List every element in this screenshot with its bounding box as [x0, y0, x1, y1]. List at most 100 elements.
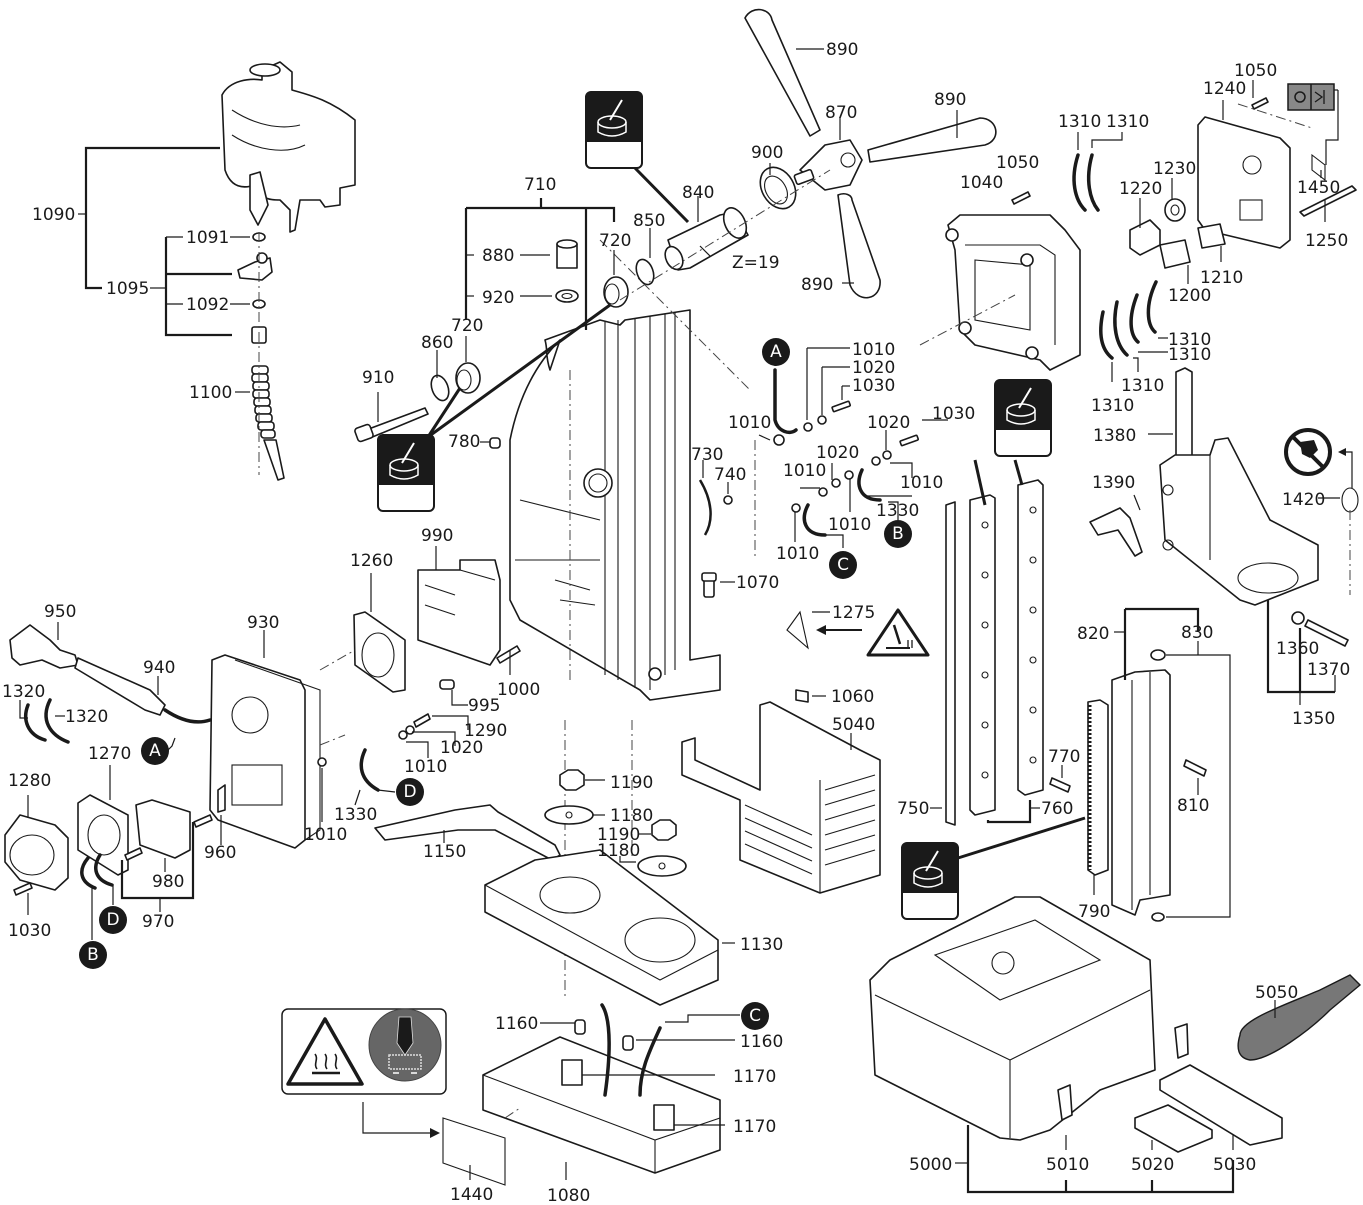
rail-760a [969, 494, 996, 816]
label-790: 790 [1078, 902, 1110, 922]
label-1080: 1080 [547, 1186, 590, 1205]
gasket-1270 [77, 794, 129, 876]
motor-bracket [1159, 437, 1319, 606]
bolt-910 [365, 407, 429, 439]
base-group [362, 769, 740, 1186]
label-1270: 1270 [88, 744, 131, 764]
rail-760b [1017, 479, 1044, 796]
screw-1050b [1251, 97, 1269, 110]
label-1091: 1091 [186, 228, 229, 248]
pin-995 [439, 679, 455, 690]
label-1180: 1180 [610, 806, 653, 826]
label-1070: 1070 [736, 573, 779, 593]
label-1180: 1180 [597, 841, 640, 861]
screw-1050a [1011, 191, 1031, 205]
bolt-810 [1183, 759, 1207, 777]
label-1030: 1030 [852, 376, 895, 396]
svg-text:A: A [149, 741, 161, 761]
marker-b-2: B [79, 941, 107, 969]
seal-1230 [1164, 198, 1186, 222]
label-1420 [1341, 487, 1359, 513]
cover-980 [135, 799, 191, 859]
bolt-1250 [1299, 185, 1357, 217]
strip-750 [945, 501, 956, 826]
coolant-hose-1100 [251, 365, 285, 481]
label-1370: 1370 [1307, 660, 1350, 680]
label-910: 910 [362, 368, 394, 388]
cutting-warning-icon [866, 608, 930, 657]
label-1210: 1210 [1200, 268, 1243, 288]
label-1090: 1090 [32, 205, 75, 225]
clip-960 [217, 784, 226, 813]
label-5010: 5010 [1046, 1155, 1089, 1175]
marker-c-2: C [741, 1002, 769, 1030]
marker-d-1: D [396, 778, 424, 806]
label-1275: 1275 [832, 603, 875, 623]
carriage-830 [1111, 669, 1171, 916]
label-1050: 1050 [1234, 61, 1277, 81]
label-1220: 1220 [1119, 179, 1162, 199]
pcb-990 [417, 559, 501, 666]
label-5020: 5020 [1131, 1155, 1174, 1175]
label-900: 900 [751, 143, 783, 163]
label-1010: 1010 [783, 461, 826, 481]
switch-cap-1210 [1197, 223, 1226, 249]
label-1250: 1250 [1305, 231, 1348, 251]
label-1450 [1311, 153, 1326, 182]
label-890: 890 [801, 275, 833, 295]
screw-1060 [795, 689, 809, 703]
latch-5010a [1057, 1084, 1073, 1121]
label-1095: 1095 [106, 279, 149, 299]
label-870: 870 [825, 103, 857, 123]
label-1150: 1150 [423, 842, 466, 862]
label-1010: 1010 [776, 544, 819, 564]
svg-text:C: C [837, 555, 849, 575]
stud-1170b [653, 1104, 675, 1131]
electronics-group [4, 546, 521, 940]
rail-1380 [1175, 367, 1193, 461]
label-1310: 1310 [1121, 376, 1164, 396]
label-1290: 1290 [464, 721, 507, 741]
rack-790 [1087, 699, 1109, 876]
label-1060: 1060 [831, 687, 874, 707]
label-1050: 1050 [996, 153, 1039, 173]
label-1240: 1240 [1203, 79, 1246, 99]
label-1230: 1230 [1153, 159, 1196, 179]
label-990: 990 [421, 526, 453, 546]
guide-rail-group [930, 459, 1231, 922]
socket-1280 [4, 814, 69, 891]
label-1440 [442, 1117, 506, 1186]
label-1010: 1010 [304, 825, 347, 845]
label-995: 995 [468, 696, 500, 716]
pin-1160a [574, 1019, 586, 1035]
marker-a-1: A [762, 338, 790, 366]
label-1190: 1190 [597, 825, 640, 845]
magnet-base-1080 [482, 1036, 721, 1174]
label-1350: 1350 [1292, 709, 1335, 729]
label-770: 770 [1048, 747, 1080, 767]
label-890: 890 [826, 40, 858, 60]
ring-860 [430, 374, 450, 402]
latch-5010b [1174, 1023, 1189, 1059]
label-1040: 1040 [960, 173, 1003, 193]
label-1330: 1330 [334, 805, 377, 825]
label-1030: 1030 [8, 921, 51, 941]
screw-1290 [413, 713, 431, 728]
label-z19: Z=19 [732, 253, 780, 273]
washer-920 [555, 289, 579, 303]
label-1420: 1420 [1282, 490, 1325, 510]
label-1092: 1092 [186, 295, 229, 315]
label-840: 840 [682, 183, 714, 203]
label-1450: 1450 [1297, 178, 1340, 198]
label-950: 950 [44, 602, 76, 622]
gear-ring-900 [759, 166, 797, 210]
base-plate-1130 [484, 849, 719, 1006]
label-1030: 1030 [932, 404, 975, 424]
knob-830 [1150, 649, 1166, 661]
label-5050: 5050 [1255, 983, 1298, 1003]
label-880: 880 [482, 246, 514, 266]
svg-text:B: B [87, 945, 99, 965]
lever-1390 [1089, 507, 1143, 557]
label-1440: 1440 [450, 1185, 493, 1205]
label-1360: 1360 [1276, 639, 1319, 659]
